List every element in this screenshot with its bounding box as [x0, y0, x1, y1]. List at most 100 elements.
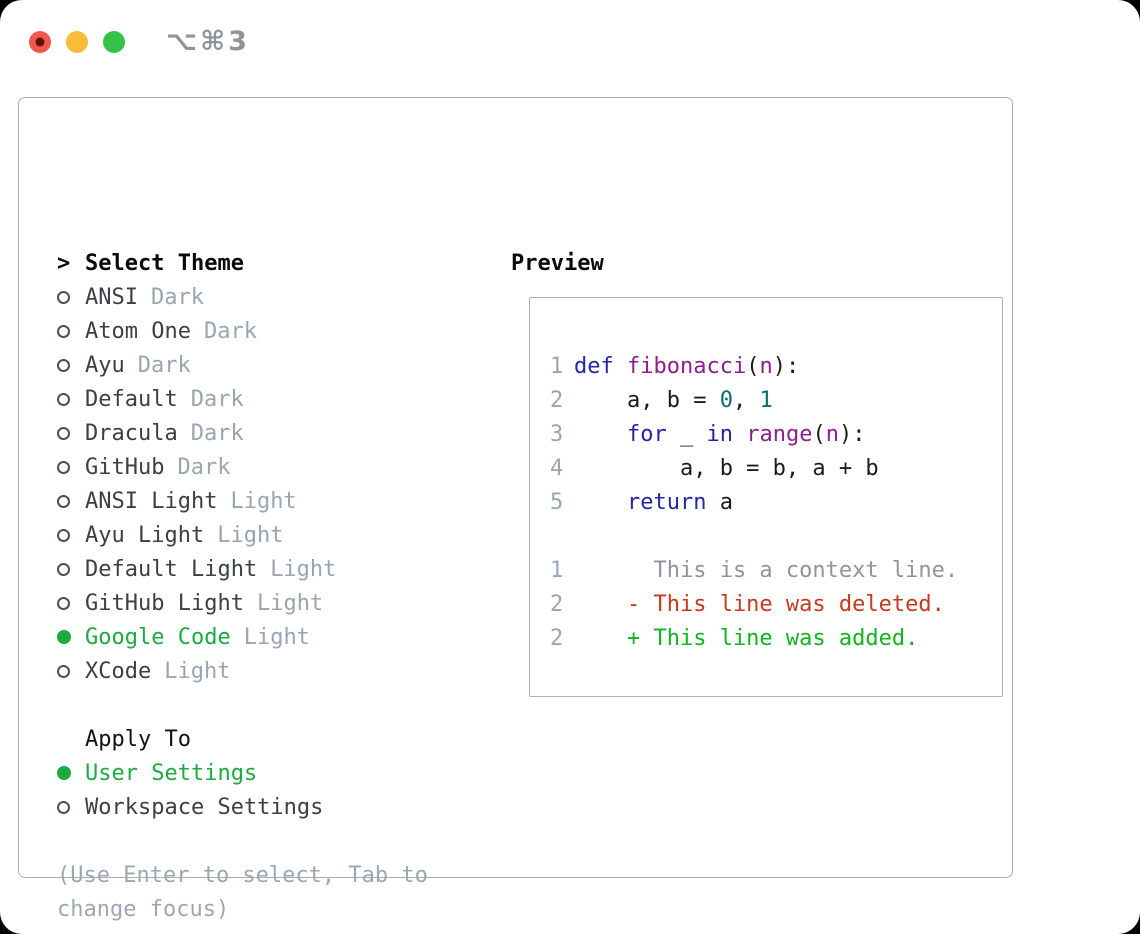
token-kwd: def [574, 353, 614, 379]
theme-variant-label: Light [217, 522, 284, 548]
titlebar: ⌥⌘3 [29, 26, 250, 57]
radio-column [57, 392, 85, 406]
preview-title: Preview [511, 250, 604, 276]
diff-line: 2 + This line was added. [550, 621, 1002, 655]
line-number: 2 [550, 625, 564, 651]
line-content: This is a context line. [574, 558, 958, 583]
radio-column [57, 664, 85, 678]
line-number: 1 [550, 353, 564, 379]
theme-item-label: XCode [85, 658, 152, 684]
token-pln: a, b = [574, 387, 720, 413]
radio-column [57, 766, 85, 780]
radio-column [57, 800, 85, 814]
theme-item-default-light[interactable]: Default Light Light [57, 552, 497, 586]
theme-variant-label: Dark [190, 386, 244, 412]
code-line: 4 a, b = b, a + b [550, 451, 1002, 485]
radio-column [57, 562, 85, 576]
line-content: + This line was added. [574, 626, 918, 651]
select-theme-header: > Select Theme [57, 246, 497, 280]
token-pln: ( [812, 421, 826, 447]
theme-item-label: Dracula [85, 420, 178, 446]
diff-line: 2 - This line was deleted. [550, 587, 1002, 621]
token-pln [614, 354, 627, 379]
help-text-line-1: (Use Enter to select, Tab to [57, 862, 428, 888]
gap [57, 824, 497, 858]
window-title: ⌥⌘3 [166, 26, 250, 57]
token-typ: n [759, 353, 773, 379]
token-kwd: return [626, 489, 707, 515]
apply-option-user-settings[interactable]: User Settings [57, 756, 497, 790]
token-lit: 1 [759, 387, 773, 413]
radio-selected-icon [57, 766, 71, 780]
radio-icon [57, 358, 70, 372]
theme-variant-label: Light [164, 658, 231, 684]
gap [57, 688, 497, 722]
theme-item-label: Default Light [85, 556, 258, 582]
line-number: 3 [550, 421, 564, 447]
apply-option-workspace-settings[interactable]: Workspace Settings [57, 790, 497, 824]
theme-item-xcode[interactable]: XCode Light [57, 654, 497, 688]
token-pln: a [706, 489, 733, 515]
radio-column [57, 290, 85, 304]
radio-column [57, 358, 85, 372]
radio-icon [57, 324, 70, 338]
theme-item-label: Google Code [85, 624, 231, 650]
apply-to-title: Apply To [85, 726, 191, 752]
radio-icon [57, 800, 70, 814]
zoom-button[interactable] [103, 30, 125, 53]
radio-icon [57, 460, 70, 474]
theme-variant-label: Dark [203, 318, 257, 344]
theme-variant-label: Light [230, 488, 297, 514]
token-kwd: for [626, 421, 667, 447]
token-pln: a, b = b, a + b [574, 455, 879, 481]
theme-item-default[interactable]: Default Dark [57, 382, 497, 416]
token-typ: range [746, 421, 813, 447]
radio-column [57, 494, 85, 508]
theme-item-dracula[interactable]: Dracula Dark [57, 416, 497, 450]
theme-item-google-code[interactable]: Google Code Light [57, 620, 497, 654]
code-line: 1 def fibonacci(n): [550, 349, 1002, 383]
close-button[interactable] [29, 30, 51, 53]
line-number: 4 [550, 455, 564, 481]
apply-to-header: Apply To [57, 722, 497, 756]
prompt-caret-icon: > [57, 250, 71, 276]
minimize-button[interactable] [66, 30, 88, 53]
radio-column [57, 460, 85, 474]
token-lit: 0 [719, 387, 733, 413]
radio-icon [57, 664, 70, 678]
apply-option-label: User Settings [85, 760, 258, 786]
theme-variant-label: Dark [190, 420, 244, 446]
line-content: a, b = 0, 1 [574, 388, 773, 413]
theme-variant-label: Light [243, 624, 310, 650]
theme-variant-label: Light [270, 556, 337, 582]
token-typ: n [825, 421, 839, 447]
code-line: 2 a, b = 0, 1 [550, 383, 1002, 417]
line-content: - This line was deleted. [574, 592, 945, 617]
token-pln [574, 490, 627, 515]
radio-column [57, 426, 85, 440]
token-pln [574, 422, 627, 447]
line-content: def fibonacci(n): [574, 354, 799, 379]
token-del: - This line was deleted. [574, 591, 945, 617]
line-content: for _ in range(n): [574, 422, 865, 447]
code-line: 3 for _ in range(n): [550, 417, 1002, 451]
help-text-line-2: change focus) [57, 896, 230, 922]
radio-icon [57, 290, 70, 304]
token-pln: ( [746, 353, 760, 379]
diff-line: 1 This is a context line. [550, 553, 1002, 587]
theme-item-label: Default [85, 386, 178, 412]
radio-selected-icon [57, 630, 71, 644]
